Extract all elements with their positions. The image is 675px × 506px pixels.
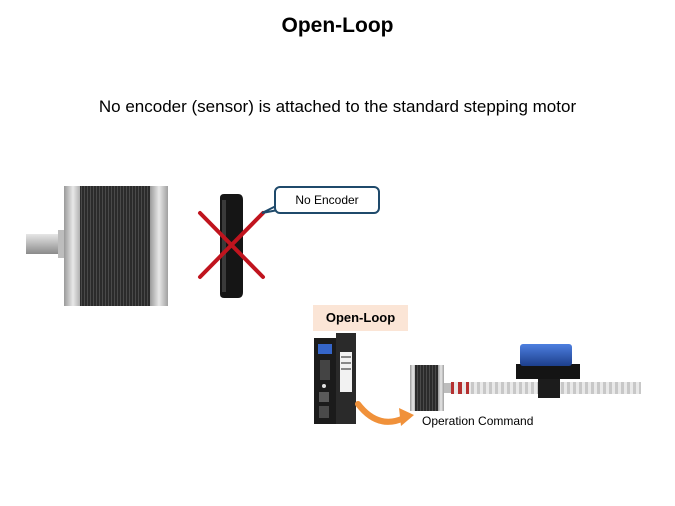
operation-command-label: Operation Command (422, 414, 534, 428)
stepping-motor-icon (26, 186, 168, 306)
slide-title: Open-Loop (281, 14, 394, 37)
no-encoder-callout: No Encoder (274, 186, 380, 214)
small-motor-icon (410, 365, 452, 411)
open-loop-label: Open-Loop (313, 305, 408, 331)
ball-screw-stage-icon (451, 344, 641, 398)
slide-subtitle: No encoder (sensor) is attached to the s… (98, 97, 577, 116)
driver-icon (314, 333, 356, 424)
curved-arrow-icon (355, 401, 414, 426)
cross-mark-icon (198, 211, 265, 279)
